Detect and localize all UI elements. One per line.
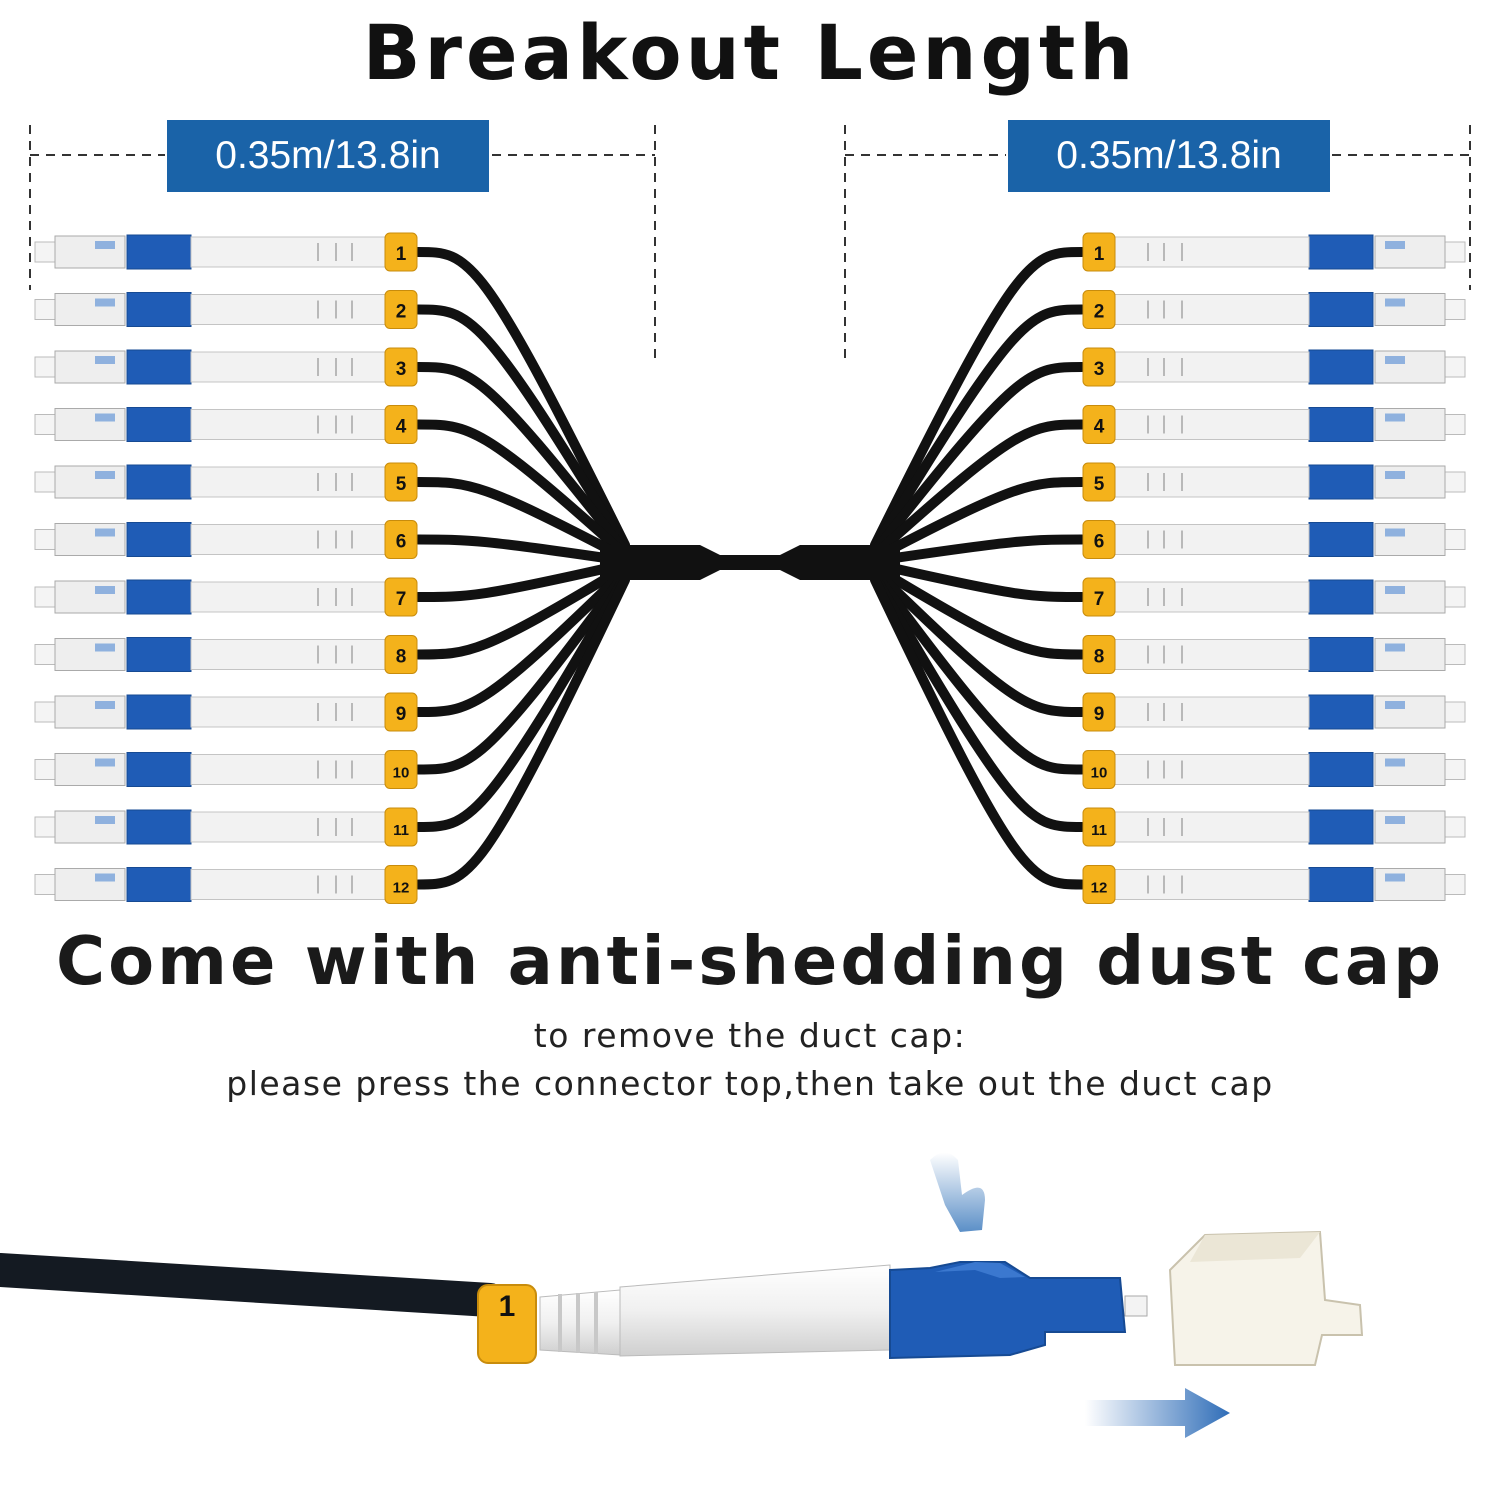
detail-connector-body	[619, 1264, 891, 1357]
left-connector-label-12: 12	[393, 880, 410, 897]
right-connector-12	[1082, 865, 1466, 904]
left-breakout-length-label: 0.35m/13.8in	[167, 120, 489, 192]
instruction-line-1: to remove the duct cap:	[533, 1016, 967, 1055]
left-connector-8	[34, 635, 418, 674]
detail-boot-ribs	[558, 1292, 598, 1354]
detail-dust-cap-top	[1190, 1232, 1320, 1262]
dust-cap-headline: Come with anti-shedding dust cap	[55, 922, 1445, 1000]
right-connector-6	[1082, 520, 1466, 559]
left-connector-11	[34, 807, 418, 847]
right-connector-label-2: 2	[1094, 302, 1105, 323]
right-connector-label-11: 11	[1091, 822, 1107, 839]
press-finger-icon	[930, 1152, 985, 1232]
right-connector-10	[1082, 750, 1466, 789]
right-connector-label-12: 12	[1091, 880, 1108, 897]
right-connector-label-5: 5	[1094, 474, 1105, 495]
right-connector-label-4: 4	[1094, 417, 1105, 438]
left-connector-6	[34, 520, 418, 559]
right-breakout-length-label: 0.35m/13.8in	[1008, 120, 1330, 192]
detail-cable	[0, 1253, 507, 1317]
dimension-lines	[29, 125, 1471, 365]
left-connector-label-11: 11	[393, 822, 409, 839]
right-connector-5	[1082, 462, 1466, 502]
right-connector-label-6: 6	[1094, 532, 1105, 553]
right-connector-label-8: 8	[1094, 647, 1105, 668]
right-connector-4	[1082, 405, 1466, 444]
right-connector-1	[1082, 232, 1466, 272]
detail-ferrule	[1124, 1295, 1148, 1317]
left-connector-3	[34, 347, 418, 387]
detail-number-tag	[477, 1284, 537, 1364]
fiber-cables	[413, 247, 1087, 890]
right-connector-label-7: 7	[1094, 589, 1105, 610]
detail-tag-label: 1	[499, 1290, 516, 1323]
detail-dust-cap	[1168, 1230, 1364, 1366]
pull-arrow-icon	[1085, 1388, 1230, 1438]
instruction-line-2: please press the connector top,then take…	[226, 1064, 1274, 1103]
trunk-cable	[600, 545, 900, 580]
right-connector-7	[1082, 577, 1466, 617]
left-connector-label-2: 2	[396, 302, 407, 323]
right-connector-9	[1082, 692, 1466, 732]
left-connector-9	[34, 692, 418, 732]
right-connector-11	[1082, 807, 1466, 847]
left-connector-10	[34, 750, 418, 789]
right-connector-label-9: 9	[1094, 704, 1105, 725]
left-connector-label-3: 3	[396, 359, 407, 380]
left-connector-1	[34, 232, 418, 272]
page-title: Breakout Length	[362, 8, 1138, 97]
left-connector-label-1: 1	[396, 244, 407, 265]
right-connector-3	[1082, 347, 1466, 387]
left-connector-7	[34, 577, 418, 617]
right-connector-2	[1082, 290, 1466, 329]
left-connector-label-6: 6	[396, 532, 407, 553]
left-connector-label-5: 5	[396, 474, 407, 495]
detail-boot	[539, 1289, 621, 1356]
right-connector-label-10: 10	[1091, 765, 1108, 782]
left-connector-label-8: 8	[396, 647, 407, 668]
right-connector-label-3: 3	[1094, 359, 1105, 380]
detail-latch	[935, 1262, 1025, 1278]
detail-blue-housing	[889, 1261, 1127, 1360]
left-connector-label-4: 4	[396, 417, 407, 438]
right-connector-label-1: 1	[1094, 244, 1105, 265]
left-connector-label-10: 10	[393, 765, 410, 782]
right-connector-8	[1082, 635, 1466, 674]
left-connector-12	[34, 865, 418, 904]
left-connector-2	[34, 290, 418, 329]
left-connector-label-9: 9	[396, 704, 407, 725]
left-connector-5	[34, 462, 418, 502]
left-connector-4	[34, 405, 418, 444]
left-connector-label-7: 7	[396, 589, 407, 610]
